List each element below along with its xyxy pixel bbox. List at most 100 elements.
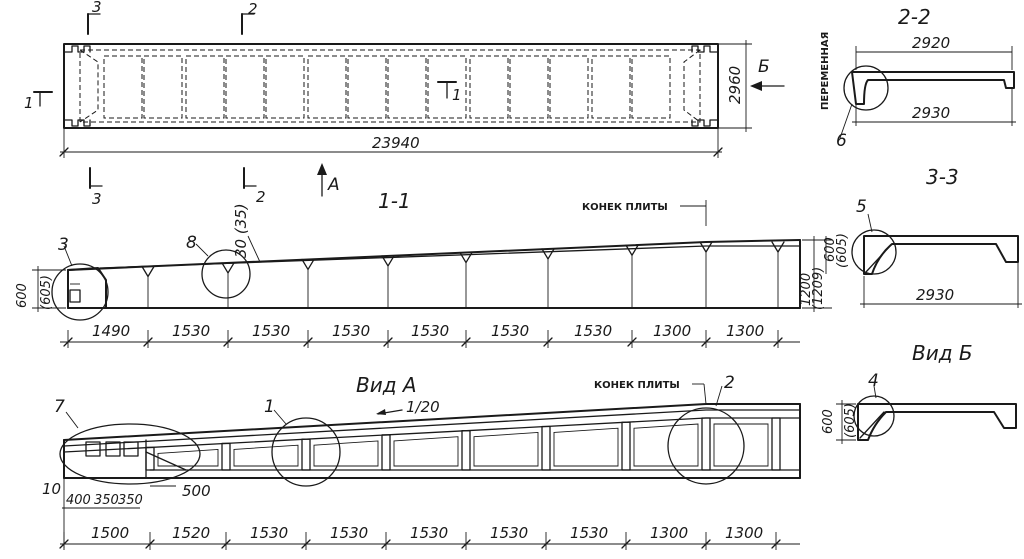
plan-end-left <box>79 49 99 123</box>
section-1-1-h1200: 1200 <box>799 273 814 306</box>
view-a-title: Вид А <box>356 373 417 397</box>
rib <box>699 241 713 253</box>
cut-2-bottom: 2 <box>256 188 266 206</box>
cut-1-left: 1 <box>24 94 34 112</box>
rib <box>625 244 639 256</box>
plan-panel <box>427 55 467 119</box>
va-span-label: 1300 <box>725 524 763 542</box>
section-2-2-top-dim: 2920 <box>912 34 950 52</box>
plan-end-keys <box>63 45 719 127</box>
arrow-a-label: А <box>327 175 340 195</box>
va-span-label: 1300 <box>650 524 688 542</box>
view-a-panel <box>553 427 619 467</box>
section-1-1-h605r: (605) <box>835 233 850 268</box>
view-a-callout-1: 1 <box>264 397 275 417</box>
va-span-label: 1530 <box>330 524 368 542</box>
section-1-1-h600r: 600 <box>823 237 838 262</box>
view-a-rib <box>301 438 311 471</box>
cut-marks: 3 2 3 2 1 1 <box>24 0 462 208</box>
view-a-rib <box>541 425 551 471</box>
section-3-3-bottom-dim: 2930 <box>916 286 954 304</box>
arrow-b-label: Б <box>758 57 770 77</box>
section-1-1-h1209: (1209) <box>811 267 826 310</box>
plan-end-right <box>683 49 701 123</box>
plan-panel <box>549 55 589 119</box>
view-a-small-dim-1: 350 <box>94 493 119 508</box>
s11-span-label: 1530 <box>574 322 612 340</box>
view-a-panel <box>233 444 299 467</box>
plan-panel <box>387 55 427 119</box>
section-1-1-callout-3: 3 <box>58 235 69 255</box>
plan-panels <box>79 49 701 123</box>
view-a-dim-500: 500 <box>182 482 211 500</box>
rib <box>301 258 315 271</box>
s11-span-label: 1530 <box>332 322 370 340</box>
rib <box>771 241 785 253</box>
view-a-ridge-label: КОНЕК ПЛИТЫ <box>594 380 680 391</box>
section-2-2-bottom-dim: 2930 <box>912 104 950 122</box>
plan-panel <box>307 55 347 119</box>
cut-3-bottom: 3 <box>92 190 102 208</box>
va-span-label: 1530 <box>490 524 528 542</box>
va-span-label: 1530 <box>570 524 608 542</box>
rib <box>141 265 155 278</box>
view-a-panel <box>313 440 379 467</box>
section-3-3-callout: 5 <box>856 197 867 217</box>
s11-span-label: 1530 <box>252 322 290 340</box>
view-a-callout-7: 7 <box>54 397 65 417</box>
view-b-callout: 4 <box>868 371 879 391</box>
view-a-rib <box>701 417 711 471</box>
plan-panel <box>631 55 671 119</box>
plan-panel <box>509 55 549 119</box>
plan-panel <box>143 55 183 119</box>
view-a-dim-10: 10 <box>42 480 61 498</box>
section-3-3: 3-3 5 2930 <box>851 165 1022 308</box>
plan-panel <box>469 55 509 119</box>
section-2-2-title: 2-2 <box>898 5 931 29</box>
view-a-panel <box>633 423 699 467</box>
s11-span-label: 1300 <box>653 322 691 340</box>
s11-span-label: 1530 <box>491 322 529 340</box>
plan-length-dim: 23940 <box>372 134 420 152</box>
view-a-rib <box>381 434 391 471</box>
view-a-rib <box>221 442 231 471</box>
view-a-panel <box>713 423 769 467</box>
view-a-panel <box>157 448 219 467</box>
view-a-small-dim-2: 350 <box>118 493 143 508</box>
section-1-1-h600: 600 <box>15 283 30 308</box>
plan-panel <box>185 55 225 119</box>
plan-panel <box>591 55 631 119</box>
cut-1-mid: 1 <box>452 86 462 104</box>
va-span-label: 1520 <box>172 524 210 542</box>
plan-panel <box>103 55 143 119</box>
plan-inner-outline <box>79 49 701 123</box>
s11-span-label: 1530 <box>172 322 210 340</box>
view-a-rib <box>461 430 471 471</box>
view-a: Вид А КОНЕК ПЛИТЫ 1/20 7 1 <box>42 373 801 550</box>
view-a-rib <box>145 446 155 471</box>
view-b-title: Вид Б <box>912 341 973 365</box>
view-b-h600: 600 <box>821 409 836 434</box>
cut-2-top: 2 <box>248 0 258 18</box>
view-a-small-dim-0: 400 <box>66 493 91 508</box>
va-span-label: 1500 <box>91 524 129 542</box>
section-1-1-callout-8: 8 <box>186 233 197 253</box>
va-span-label: 1530 <box>410 524 448 542</box>
section-1-1-top-chord <box>67 239 801 271</box>
plan-width-dim: 2960 <box>726 66 744 104</box>
cut-3-top: 3 <box>92 0 102 16</box>
s11-span-label: 1300 <box>726 322 764 340</box>
view-a-panels <box>145 417 781 471</box>
section-2-2-vertical-label: ПЕРЕМЕННАЯ <box>820 32 831 110</box>
view-a-panel <box>393 436 459 467</box>
section-1-1: 1-1 3 8 30 (35) КОНЕК ПЛИТЫ 600 (605) <box>15 189 850 348</box>
plan-panel <box>347 55 387 119</box>
view-a-rib <box>621 421 631 471</box>
view-a-slope: 1/20 <box>406 398 440 416</box>
view-a-panel <box>473 431 539 467</box>
rib <box>541 248 555 260</box>
section-3-3-title: 3-3 <box>926 165 959 189</box>
s11-span-label: 1490 <box>92 322 130 340</box>
